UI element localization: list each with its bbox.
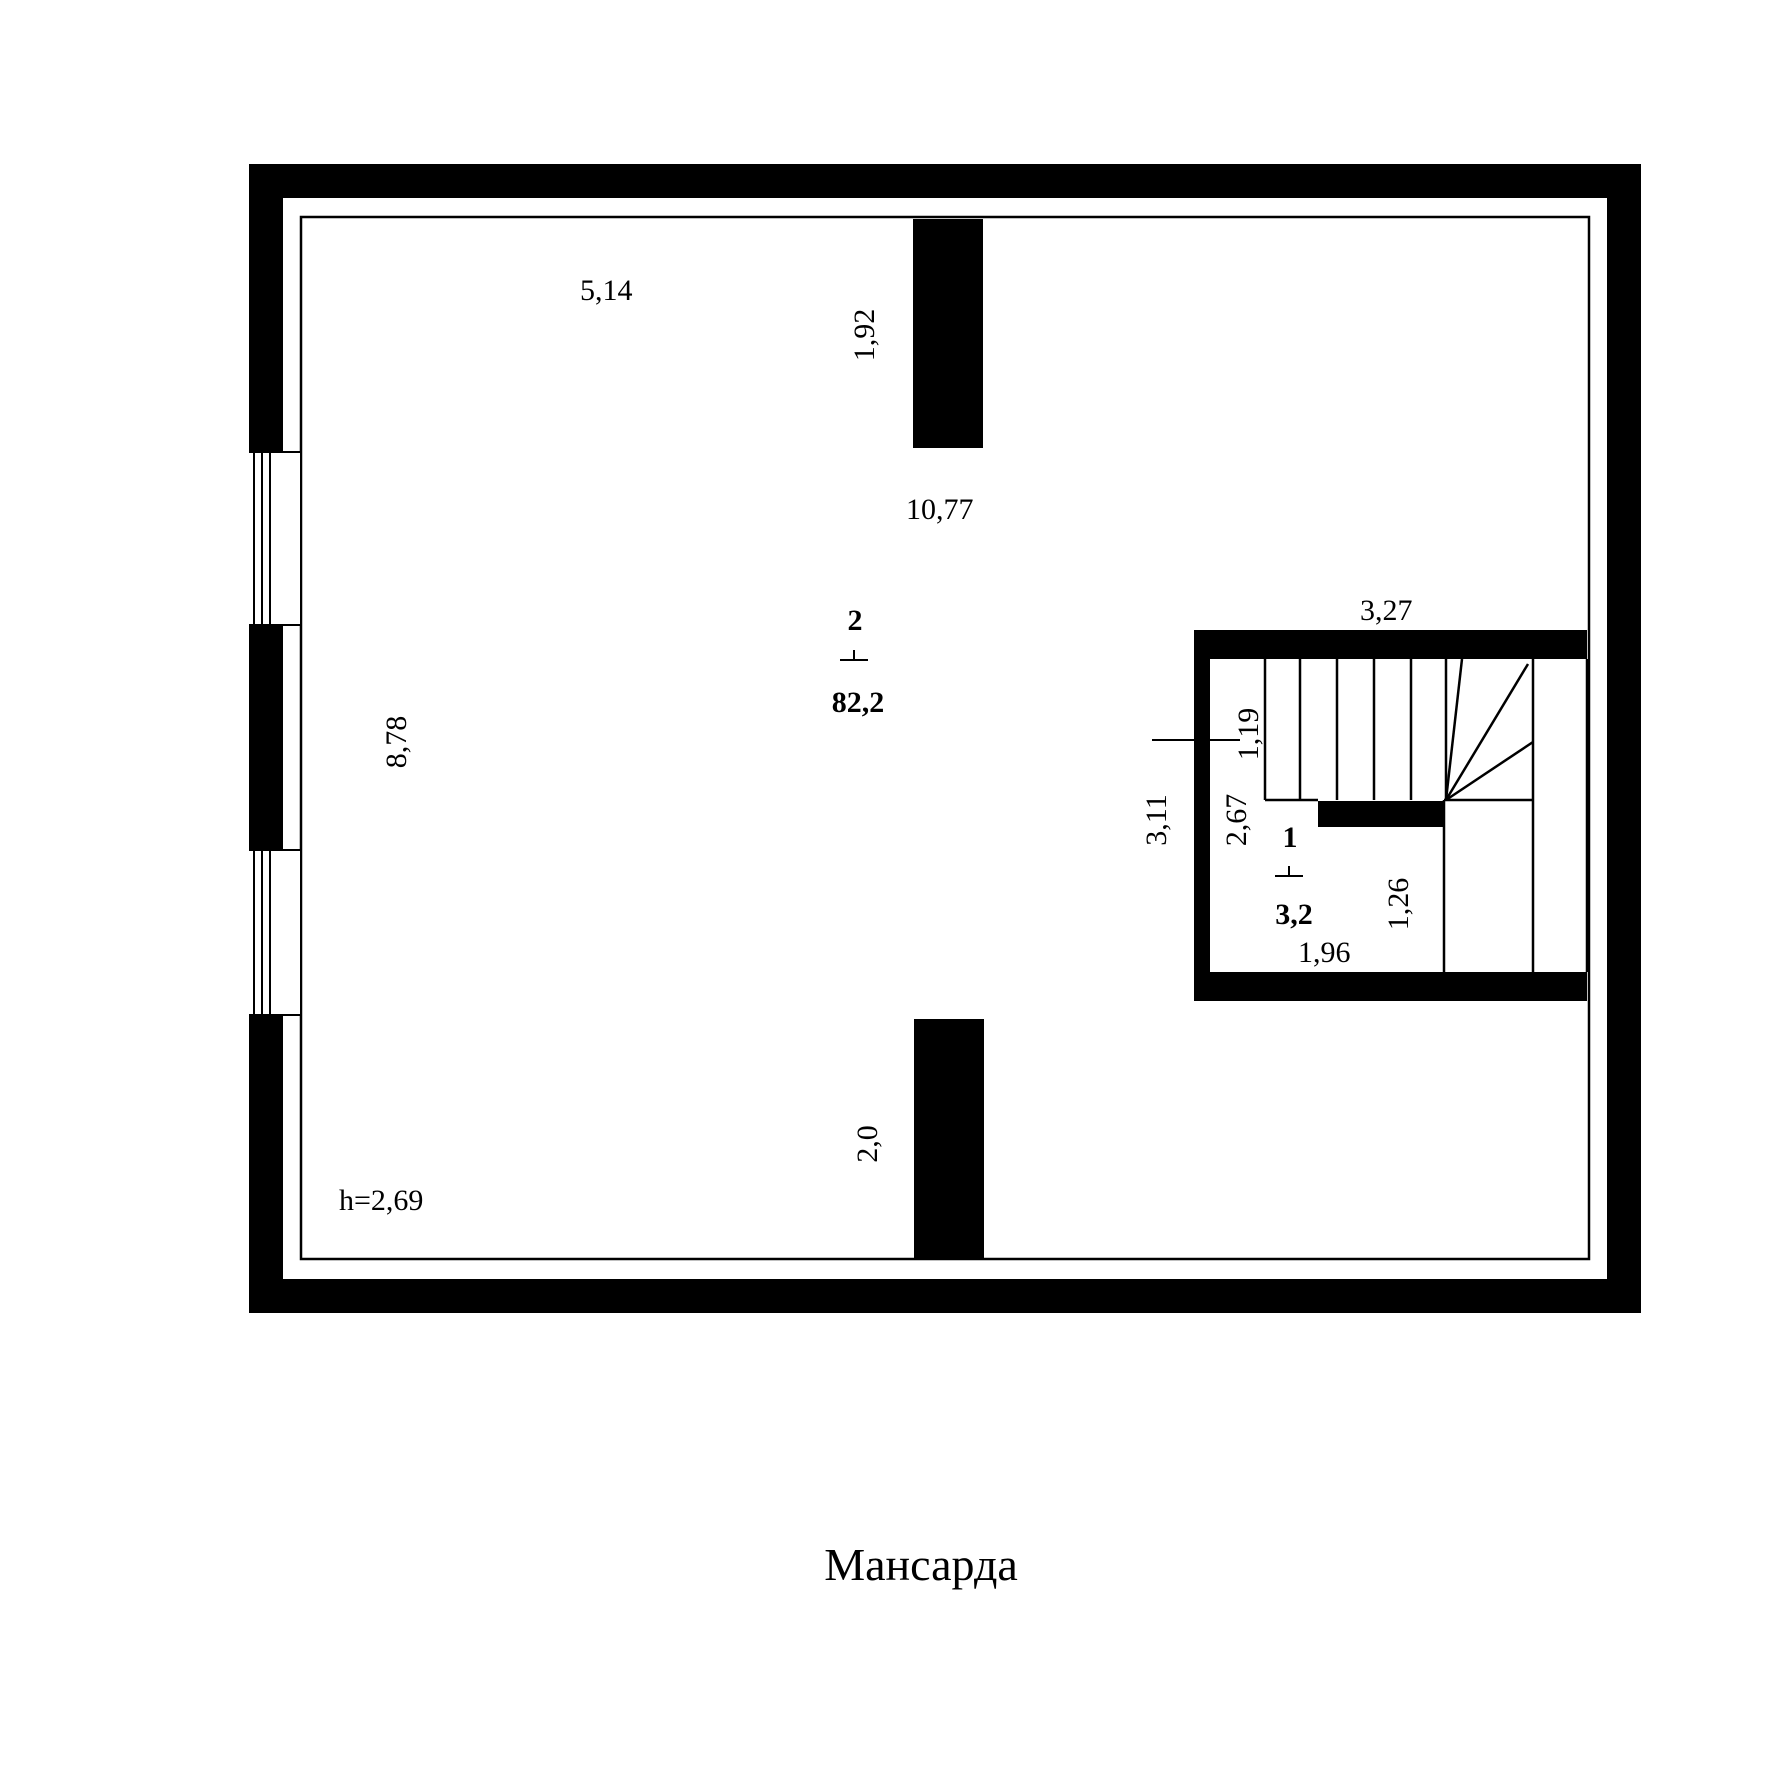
stair-landing-bar — [1318, 801, 1444, 827]
window-upper — [249, 451, 302, 626]
room-1-label: 1 3,2 — [1275, 821, 1313, 931]
dim-stair-block-height: 3,11 — [1140, 794, 1173, 845]
room-1-number: 1 — [1283, 821, 1298, 854]
stair-wall-bottom — [1194, 972, 1587, 1001]
dim-stair-block-width: 3,27 — [1360, 594, 1413, 627]
partition-bottom — [914, 1019, 984, 1258]
dim-ceiling-height: h=2,69 — [339, 1184, 423, 1217]
wall-between-windows — [249, 625, 283, 850]
window-lower — [249, 849, 302, 1016]
dim-top-left-width: 5,14 — [580, 274, 633, 307]
dim-partition-bottom: 2,0 — [851, 1125, 884, 1163]
dim-left-height: 8,78 — [380, 716, 413, 769]
room-1-area: 3,2 — [1275, 898, 1313, 931]
room-2-area: 82,2 — [832, 686, 885, 719]
dim-room1-height: 1,26 — [1382, 878, 1415, 931]
partition-top — [913, 219, 983, 448]
outer-wall-top — [249, 164, 1641, 198]
dim-stair-inner-height: 2,67 — [1220, 794, 1253, 847]
dim-stair-flight: 1,19 — [1232, 708, 1265, 761]
stair-wall-left — [1194, 630, 1210, 1001]
dim-partition-top: 1,92 — [848, 309, 881, 362]
stair-treads — [1263, 658, 1535, 972]
stair-wall-top — [1194, 630, 1587, 659]
room-2-number: 2 — [848, 604, 863, 637]
plan-caption: Мансарда — [824, 1539, 1018, 1590]
stair-block — [1194, 630, 1589, 1001]
room-2-label: 2 82,2 — [832, 604, 885, 719]
dim-overall-width: 10,77 — [906, 493, 974, 526]
outer-wall-right — [1607, 164, 1641, 1313]
inner-wall-line — [299, 215, 1591, 1261]
dim-room1-width: 1,96 — [1298, 936, 1351, 969]
outer-wall-bottom — [249, 1279, 1641, 1313]
